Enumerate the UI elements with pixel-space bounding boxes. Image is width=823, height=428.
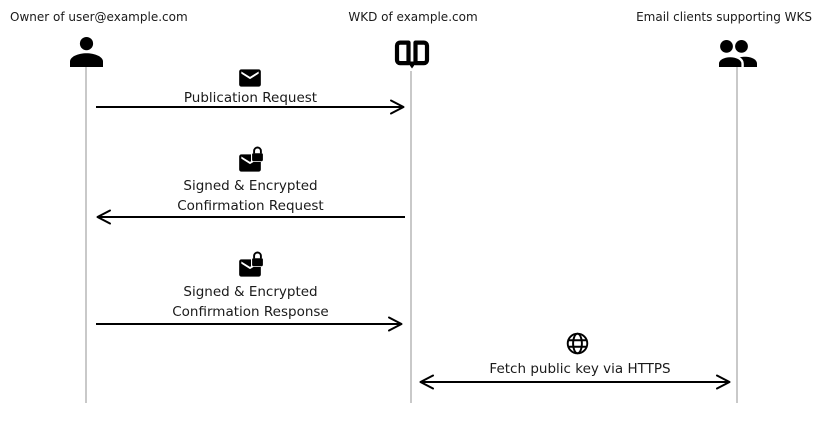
people-icon xyxy=(717,40,757,67)
lifeline-clients xyxy=(736,67,738,403)
globe-icon xyxy=(566,332,589,355)
actor-label-owner: Owner of user@example.com xyxy=(10,10,188,24)
message-arrow-right xyxy=(96,315,405,333)
lifeline-wkd xyxy=(410,71,412,403)
message-line-2: Confirmation Request xyxy=(177,198,324,214)
message-confirmation-request-label: Signed & Encrypted Confirmation Request xyxy=(96,176,405,216)
actor-label-clients: Email clients supporting WKS xyxy=(636,10,812,24)
message-arrow-both xyxy=(419,373,731,391)
open-book-icon xyxy=(394,40,430,70)
lifeline-owner xyxy=(85,67,87,403)
actor-label-wkd: WKD of example.com xyxy=(348,10,478,24)
message-line-1: Signed & Encrypted xyxy=(183,178,318,194)
message-publication-request-label: Publication Request xyxy=(183,90,318,106)
message-line-1: Signed & Encrypted xyxy=(183,284,318,300)
message-arrow-right xyxy=(96,98,405,116)
envelope-lock-icon xyxy=(237,251,265,281)
message-fetch-key-label: Fetch public key via HTTPS xyxy=(489,361,671,377)
message-confirmation-response-label: Signed & Encrypted Confirmation Response xyxy=(96,282,405,322)
envelope-lock-icon xyxy=(237,146,265,176)
person-icon xyxy=(70,37,103,67)
message-line-2: Confirmation Response xyxy=(172,304,329,320)
message-arrow-left xyxy=(96,208,405,226)
envelope-icon xyxy=(237,65,263,91)
